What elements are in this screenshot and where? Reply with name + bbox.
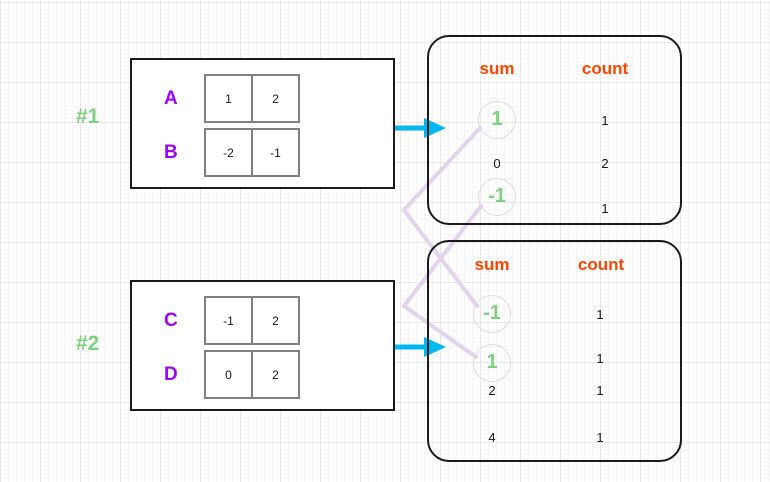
panel-1-header-count: count (581, 59, 629, 78)
panel-2-sum-0: -1 (483, 302, 501, 324)
cell-b-0: -2 (204, 128, 253, 177)
cell-d-1: 2 (251, 350, 300, 399)
panel-1-sum-0: 1 (491, 108, 503, 130)
panel-1-circle-row-0 (478, 101, 516, 139)
panel-2-circle-row-1 (473, 344, 511, 382)
panel-2-sum-2: 2 (488, 383, 496, 398)
panel-2-count-2: 1 (596, 383, 604, 398)
row-label-b: B (164, 141, 178, 163)
partition-row-a: A 1 2 (164, 74, 300, 123)
panel-1-circle-row-2 (478, 178, 516, 216)
cell-b-1: -1 (251, 128, 300, 177)
panel-2-sum-3: 4 (488, 430, 496, 445)
cell-a-0: 1 (204, 74, 253, 123)
panel-1-count-1: 2 (601, 156, 609, 171)
panel-2-circle-row-0 (473, 295, 511, 333)
partition-row-b: B -2 -1 (164, 128, 300, 177)
cell-c-1: 2 (251, 296, 300, 345)
row-label-d: D (164, 363, 178, 385)
cell-a-1: 2 (251, 74, 300, 123)
panel-1-count-2: 1 (601, 201, 609, 216)
partition-box-2: C -1 2 D 0 2 (130, 280, 395, 411)
row-label-c: C (164, 309, 178, 331)
panel-2-sum-1: 1 (486, 351, 498, 373)
row-a-cells: 1 2 (204, 74, 300, 123)
row-b-cells: -2 -1 (204, 128, 300, 177)
panel-2-count-3: 1 (596, 430, 604, 445)
panel-1-count-0: 1 (601, 113, 609, 128)
row-label-a: A (164, 87, 178, 109)
panel-2-count-1: 1 (596, 351, 604, 366)
cell-c-0: -1 (204, 296, 253, 345)
partition-box-1: A 1 2 B -2 -1 (130, 58, 395, 189)
row-d-cells: 0 2 (204, 350, 300, 399)
row-c-cells: -1 2 (204, 296, 300, 345)
cell-d-0: 0 (204, 350, 253, 399)
group-label-1: #1 (76, 105, 100, 128)
group-label-2: #2 (76, 332, 100, 355)
panel-2-header-count: count (577, 255, 625, 274)
partition-row-d: D 0 2 (164, 350, 300, 399)
aggregate-panel-1 (427, 35, 682, 225)
panel-2-header-sum: sum (474, 255, 510, 274)
panel-1-sum-1: 0 (493, 156, 501, 171)
aggregate-panel-2 (427, 240, 682, 462)
partition-row-c: C -1 2 (164, 296, 300, 345)
panel-2-count-0: 1 (596, 307, 604, 322)
panel-1-header-sum: sum (479, 59, 515, 78)
panel-1-sum-2: -1 (488, 185, 506, 207)
